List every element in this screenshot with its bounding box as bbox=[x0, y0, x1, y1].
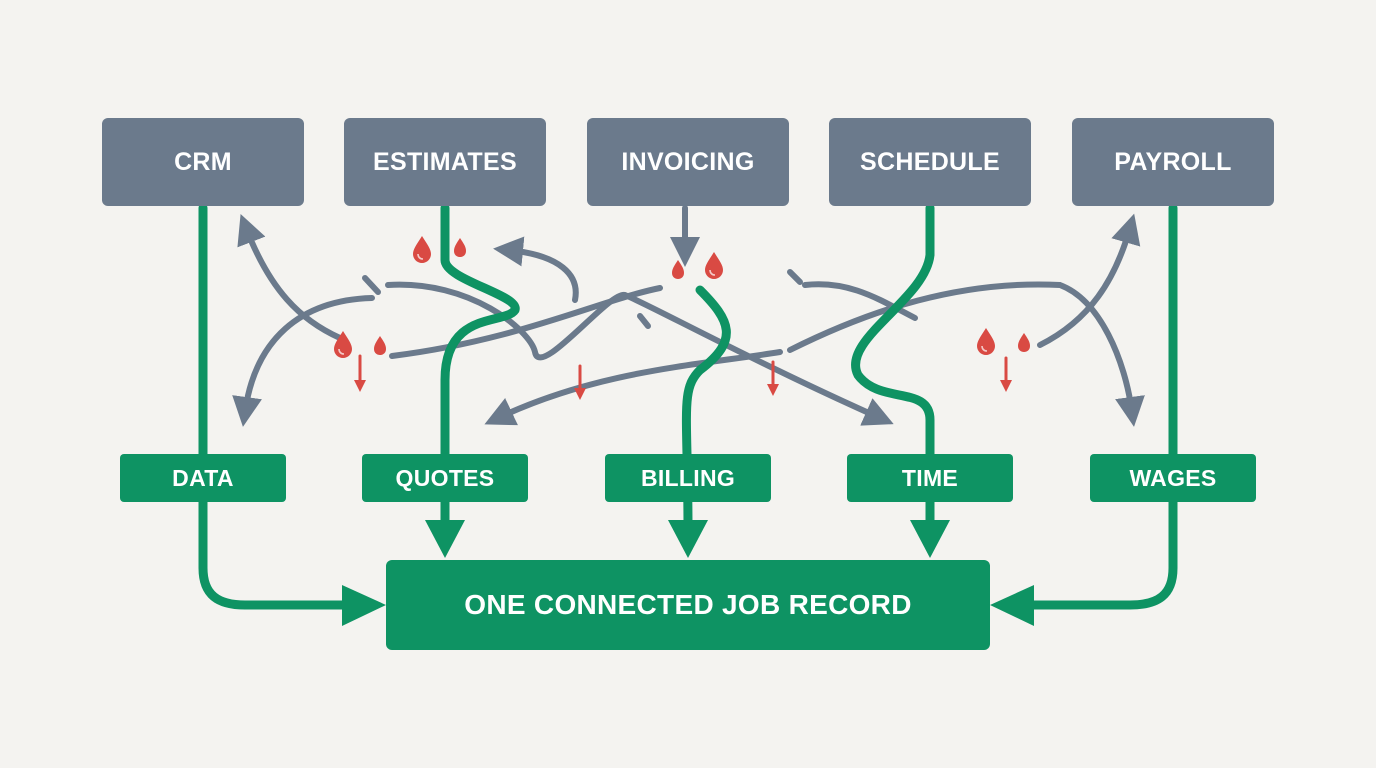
tool-schedule-label: SCHEDULE bbox=[860, 147, 1000, 176]
leak-drop-icon bbox=[976, 327, 996, 356]
output-data-label: DATA bbox=[172, 464, 234, 491]
leak-drop-icon bbox=[412, 235, 432, 264]
tool-invoicing-label: INVOICING bbox=[621, 147, 755, 176]
leak-drop-icon bbox=[672, 260, 684, 279]
tangled-arrow-payroll-up bbox=[1037, 213, 1141, 348]
flow-payroll bbox=[1015, 203, 1178, 610]
output-quotes-label: QUOTES bbox=[395, 464, 495, 491]
tool-payroll: PAYROLL bbox=[1072, 118, 1274, 206]
tool-payroll-label: PAYROLL bbox=[1114, 147, 1232, 176]
arrowhead-icon bbox=[910, 520, 950, 558]
tangled-arrow-crm-up bbox=[237, 214, 343, 341]
tool-crm: CRM bbox=[102, 118, 304, 206]
flow-estimates bbox=[440, 203, 520, 535]
arrowhead-icon bbox=[425, 520, 465, 558]
leak-drop-icon bbox=[1018, 333, 1030, 352]
tangled-arrow-schedule-loop bbox=[802, 281, 918, 321]
tool-estimates: ESTIMATES bbox=[344, 118, 546, 206]
tangled-arrow-estimates-up bbox=[493, 236, 579, 303]
output-data: DATA bbox=[120, 454, 286, 502]
output-time: TIME bbox=[847, 454, 1013, 502]
output-billing: BILLING bbox=[605, 454, 771, 502]
flow-schedule bbox=[851, 203, 935, 535]
tangled-arrow-to-quotes bbox=[484, 349, 783, 426]
tangled-arrow-estimates-cross bbox=[385, 281, 894, 426]
flow-invoicing bbox=[681, 285, 731, 535]
leak-drop-icon bbox=[374, 336, 386, 355]
flow-crm bbox=[198, 203, 365, 610]
tangled-arrow-stub-c bbox=[637, 313, 651, 329]
flow-arrowheads bbox=[342, 520, 1034, 626]
connected-job-record: ONE CONNECTED JOB RECORD bbox=[386, 560, 990, 650]
tool-invoicing: INVOICING bbox=[587, 118, 789, 206]
tangled-arrow-stub-b bbox=[787, 269, 803, 285]
tool-estimates-label: ESTIMATES bbox=[373, 147, 517, 176]
output-wages-label: WAGES bbox=[1129, 464, 1217, 491]
leak-down-arrows bbox=[354, 354, 1012, 400]
connected-job-record-label: ONE CONNECTED JOB RECORD bbox=[464, 589, 912, 620]
output-quotes: QUOTES bbox=[362, 454, 528, 502]
tangled-arrow-stub-a bbox=[362, 275, 381, 295]
output-time-label: TIME bbox=[901, 464, 959, 491]
tangled-arrow-mid-left bbox=[389, 285, 663, 359]
output-billing-label: BILLING bbox=[640, 464, 736, 491]
tangled-arrow-crm-loop bbox=[232, 295, 375, 427]
tool-schedule: SCHEDULE bbox=[829, 118, 1031, 206]
arrowhead-icon bbox=[668, 520, 708, 558]
tangled-arrow-schedule-cross bbox=[787, 281, 1145, 427]
arrowhead-icon bbox=[990, 585, 1034, 626]
arrowhead-icon bbox=[342, 585, 386, 626]
tool-crm-label: CRM bbox=[174, 147, 232, 176]
connected-flows bbox=[198, 203, 1178, 610]
tangled-arrows bbox=[232, 205, 1145, 427]
output-wages: WAGES bbox=[1090, 454, 1256, 502]
leak-drop-icon bbox=[704, 251, 724, 280]
leak-drop-icon bbox=[454, 238, 466, 257]
